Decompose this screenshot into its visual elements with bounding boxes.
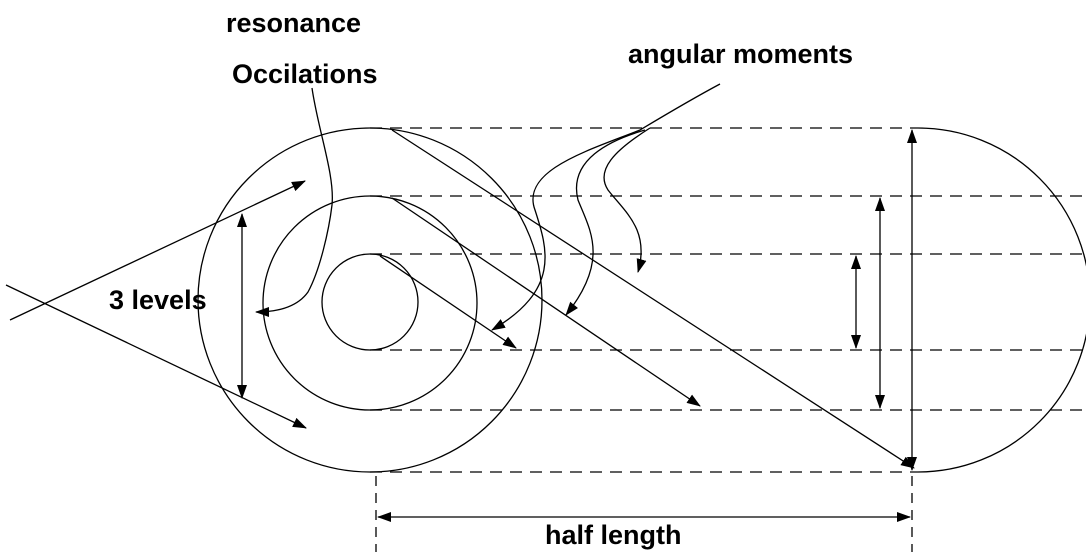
cone-line-lower — [6, 285, 307, 428]
inner-circle — [322, 254, 418, 350]
three-levels-label: 3 levels — [109, 285, 207, 315]
occilations-label: Occilations — [232, 59, 378, 89]
angular-leader-curve-1 — [491, 84, 720, 330]
angular-moments-label: angular moments — [628, 39, 854, 69]
right-semicircle — [918, 128, 1086, 472]
resonance-label: resonance — [226, 8, 362, 38]
angular-leader-curve-2 — [565, 130, 645, 316]
angular-leader-curve-3 — [604, 128, 650, 273]
diagonal-arrow-inner — [380, 256, 517, 349]
level-dashed-lines — [370, 128, 1086, 472]
cone-line-upper — [10, 181, 306, 320]
diagonal-arrow-outer — [392, 130, 915, 468]
diagonal-arrow-middle — [392, 198, 701, 407]
half-length-label: half length — [545, 520, 682, 550]
resonance-leader-curve — [255, 88, 332, 317]
outer-circle — [198, 128, 542, 472]
